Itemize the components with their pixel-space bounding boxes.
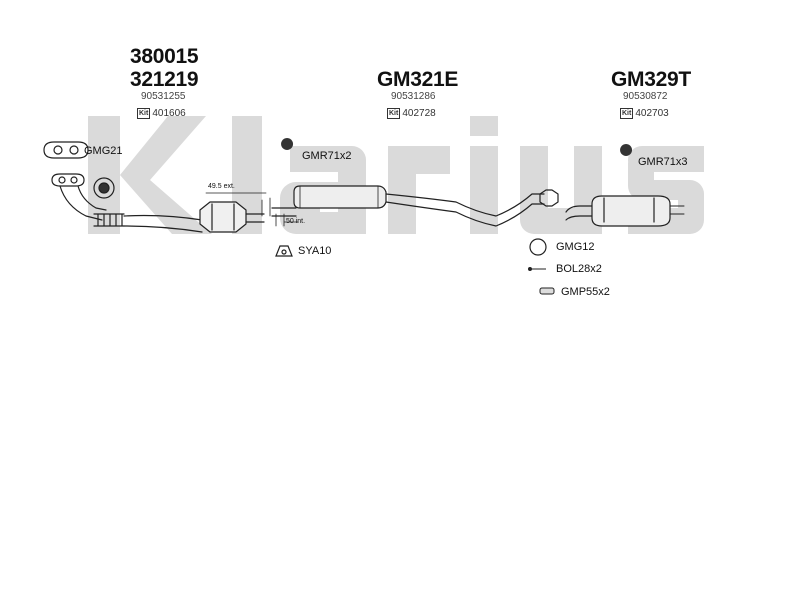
- oem-number-90531286: 90531286: [391, 91, 436, 102]
- gmg12-gasket-icon: [529, 238, 547, 256]
- kit-badge: Kit: [137, 108, 151, 119]
- gmr71x3-rubber-hanger-icon: [620, 144, 633, 165]
- part-code-gm329t: GM329T: [611, 68, 691, 91]
- front-pipe-flange-icon: [51, 173, 85, 187]
- kit-badge: Kit: [387, 108, 401, 119]
- gasket-ring-icon: [93, 177, 115, 199]
- gmg21-gasket-icon: [43, 141, 89, 159]
- oem-number-90530872: 90530872: [623, 91, 668, 102]
- kit-badge: Kit: [620, 108, 634, 119]
- gmr71x2-rubber-hanger-icon: [281, 138, 294, 159]
- catalytic-converter-icon: [199, 201, 247, 233]
- label-gmr71x2: GMR71x2: [302, 150, 352, 162]
- center-silencer-icon: [293, 185, 387, 209]
- kit-value: 402728: [402, 108, 436, 119]
- label-bol28x2: BOL28x2: [556, 263, 602, 275]
- kit-number-401606: Kit 401606: [137, 108, 186, 119]
- bol28x2-bolt-icon: [528, 267, 546, 271]
- label-gmr71x3: GMR71x3: [638, 156, 688, 168]
- rear-silencer-icon: [565, 195, 685, 227]
- kit-number-402728: Kit 402728: [387, 108, 436, 119]
- label-gmp55x2: GMP55x2: [561, 286, 610, 298]
- label-gmg12: GMG12: [556, 241, 595, 253]
- part-code-321219: 321219: [130, 68, 199, 91]
- kit-number-402703: Kit 402703: [620, 108, 669, 119]
- label-gmg21: GMG21: [84, 145, 123, 157]
- part-code-gm321e: GM321E: [377, 68, 459, 91]
- flex-section: [93, 213, 125, 227]
- oem-number-90531255: 90531255: [141, 91, 186, 102]
- dimension-ext: 49.5 ext.: [208, 183, 235, 190]
- dimension-int: 50 int.: [286, 218, 306, 225]
- kit-value: 402703: [635, 108, 669, 119]
- kit-value: 401606: [152, 108, 186, 119]
- front-downpipe: [59, 185, 107, 221]
- sya10-mount-icon: [275, 245, 293, 257]
- gmp55x2-clamp-icon: [539, 287, 555, 295]
- label-sya10: SYA10: [298, 245, 332, 257]
- part-code-380015: 380015: [130, 45, 199, 68]
